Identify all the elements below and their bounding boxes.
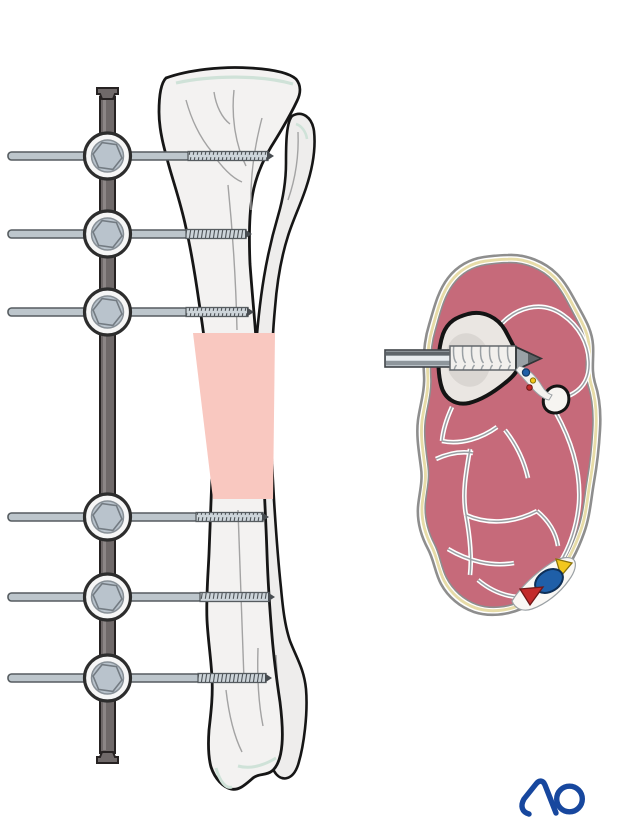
leg-cross-section [384,253,602,617]
fixator-clamps [82,131,133,703]
anterior-vein-dot [521,368,531,377]
fibula-cross-section [541,384,571,415]
fixator-pin [7,672,272,684]
rod-top-cap [96,87,119,100]
fixator-clamp [82,209,133,259]
fixator-pin [7,591,275,603]
posterior-artery [518,586,545,607]
screw-shaft-highlight [386,356,451,361]
frontal-view [7,66,316,791]
schanz-screw [384,345,544,372]
anterior-neurovascular-bundle [515,365,553,401]
screw-shaft-mid [386,361,451,365]
rod-bottom-cap [96,751,119,764]
fixator-clamp [82,131,133,181]
anterior-artery-dot [526,384,533,391]
tibia-cartilage [175,75,294,789]
fixator-clamp [82,492,133,542]
ao-logo: AO [519,778,586,817]
fixator-clamp [82,653,133,703]
screw-threads [449,345,517,371]
fracture-zone-highlight [193,333,275,499]
ao-logo-letter-o [554,783,586,815]
fixator-clamp [82,287,133,337]
screw-tip-core [528,353,539,364]
fibula-cartilage [295,122,309,140]
fixator-pin [7,511,269,523]
fixator-pin [7,150,274,162]
anterior-nerve-dot [529,377,537,384]
screw-shaft-shade [386,351,451,356]
ao-logo-letter-a [519,778,559,817]
posterior-neurovascular-bundle [511,557,576,611]
fixator-clamp [82,572,133,622]
rod-highlight [103,100,106,750]
